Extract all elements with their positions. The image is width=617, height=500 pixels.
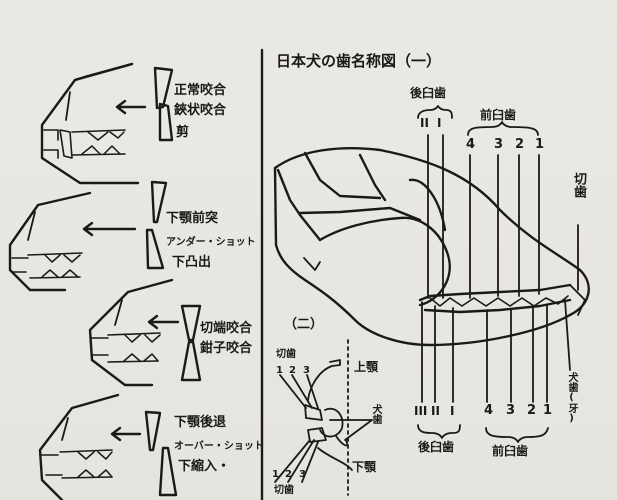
lower-incisor-shape xyxy=(180,340,202,382)
bottom-premolar-number-4: 4 xyxy=(484,403,494,418)
top-molar-number-2: II xyxy=(420,116,429,130)
arrow-left-icon xyxy=(82,221,137,237)
arrow-left-icon xyxy=(147,314,180,330)
top-pointer-lines xyxy=(417,105,579,299)
bite-label-underbite-2: アンダー・ショット xyxy=(166,237,256,248)
bite-label-overbite-1: 下顎後退 xyxy=(174,415,227,430)
bite-label-underbite-1: 下顎前突 xyxy=(166,211,219,226)
inset-jaw-drawing xyxy=(274,339,373,496)
upper-incisor-shape xyxy=(180,304,202,342)
top-premolar-number-1: 1 xyxy=(535,137,545,152)
inset-lower-incisor-label: 切歯 xyxy=(274,485,294,496)
bite-label-overbite-2: オーバー・ショット xyxy=(174,441,264,452)
inset-upper-incisor-label: 切歯 xyxy=(276,349,296,360)
lower-incisor-shape xyxy=(158,102,174,142)
top-premolar-number-2: 2 xyxy=(515,137,525,152)
upper-incisor-shape xyxy=(153,66,174,110)
inset-title: （二） xyxy=(284,317,324,332)
bottom-pointer-lines xyxy=(417,299,571,443)
bottom-molar-group-label: 後臼歯 xyxy=(418,440,455,454)
top-premolar-group-label: 前臼歯 xyxy=(480,108,517,122)
bottom-premolar-number-2: 2 xyxy=(527,403,537,418)
inset-upper-number-3: 3 xyxy=(303,365,310,376)
bottom-premolar-group-label: 前臼歯 xyxy=(492,444,529,458)
bite-label-level-1: 切端咬合 xyxy=(200,321,253,336)
top-molar-group-label: 後臼歯 xyxy=(410,86,447,100)
top-molar-number-1: I xyxy=(437,116,442,130)
inset-canine-label: 犬歯 xyxy=(370,404,381,424)
lower-incisor-shape xyxy=(158,446,178,497)
bottom-molar-number-2: II xyxy=(431,404,440,418)
upper-incisor-shape xyxy=(144,410,162,452)
canine-label: 犬歯(牙) xyxy=(566,372,577,424)
inset-lower-number-2: 2 xyxy=(285,469,292,480)
bottom-premolar-number-3: 3 xyxy=(506,403,516,418)
bite-label-level-2: 鉗子咬合 xyxy=(200,341,253,356)
inset-lower-number-1: 1 xyxy=(272,469,279,480)
dog-muzzle-normal-bite xyxy=(40,62,140,185)
bite-label-normal-1: 正常咬合 xyxy=(174,83,227,98)
bottom-molar-number-3: III xyxy=(414,404,428,418)
dog-skull-drawing xyxy=(273,147,590,347)
inset-lower-number-3: 3 xyxy=(299,469,306,480)
dog-muzzle-overbite xyxy=(38,393,120,500)
inset-upper-number-1: 1 xyxy=(276,365,283,376)
bottom-molar-number-1: I xyxy=(450,404,455,418)
bite-label-overbite-3: 下縮入・ xyxy=(178,459,231,474)
inset-upper-jaw-label: 上顎 xyxy=(354,360,379,374)
arrow-left-icon xyxy=(110,426,142,442)
bite-label-normal-2: 鋏状咬合 xyxy=(174,103,227,118)
arrow-left-icon xyxy=(115,99,147,115)
dog-muzzle-underbite xyxy=(8,191,92,292)
incisor-label: 切歯 xyxy=(571,172,586,198)
inset-upper-number-2: 2 xyxy=(289,365,296,376)
upper-incisor-shape xyxy=(150,180,168,224)
bite-label-underbite-3: 下凸出 xyxy=(172,255,212,270)
bottom-premolar-number-1: 1 xyxy=(543,403,553,418)
bite-label-normal-3: 剪 xyxy=(176,125,190,140)
page-title: 日本犬の歯名称図（一） xyxy=(276,52,442,70)
dog-muzzle-level-bite xyxy=(88,278,174,387)
lower-incisor-shape xyxy=(145,228,165,270)
top-premolar-number-3: 3 xyxy=(494,137,504,152)
inset-lower-jaw-label: 下顎 xyxy=(352,460,377,474)
top-premolar-number-4: 4 xyxy=(466,137,476,152)
